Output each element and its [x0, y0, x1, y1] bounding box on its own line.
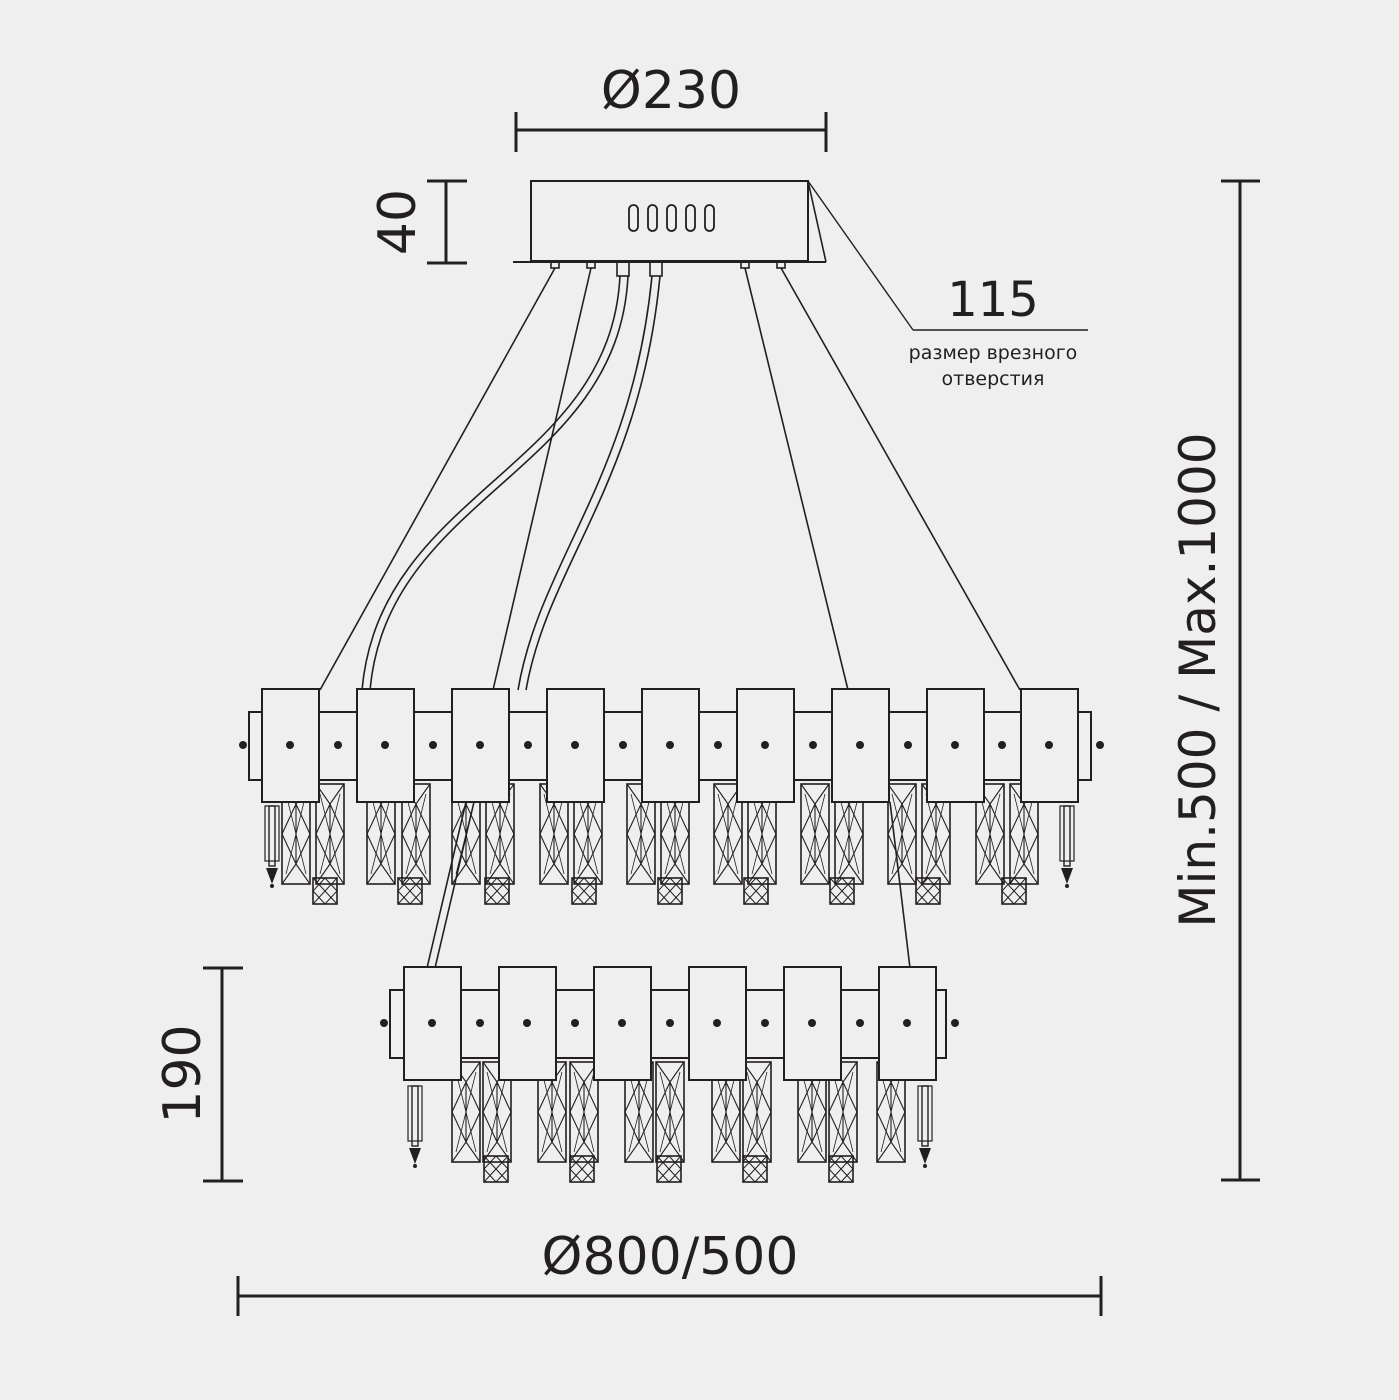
canopy-diameter-label: Ø230	[601, 61, 741, 121]
lower-tier-height-label: 190	[153, 1024, 213, 1123]
canopy-height-label: 40	[368, 189, 428, 255]
lower-tier	[380, 966, 959, 1183]
tier-cables	[426, 801, 911, 969]
cutout-size-label: 115	[947, 272, 1039, 328]
total-height-label: Min.500 / Max.1000	[1169, 432, 1227, 927]
canopy-indicator-icon	[628, 204, 715, 232]
upper-tier	[239, 688, 1104, 905]
canopy-height-dimension	[427, 179, 467, 265]
cutout-note-line2: отверстия	[942, 368, 1045, 390]
canopy	[513, 180, 827, 277]
cutout-note-line1: размер врезного	[909, 342, 1078, 364]
suspension-cables	[319, 267, 1021, 691]
diameters-dimension	[236, 1276, 1103, 1316]
lower-crystals	[407, 1061, 933, 1183]
total-height-dimension	[1221, 179, 1260, 1182]
cutout-leader	[807, 180, 1088, 331]
canopy-diameter-dimension	[514, 112, 828, 152]
diameters-label: Ø800/500	[542, 1227, 799, 1287]
lower-tier-height-dimension	[203, 966, 243, 1183]
